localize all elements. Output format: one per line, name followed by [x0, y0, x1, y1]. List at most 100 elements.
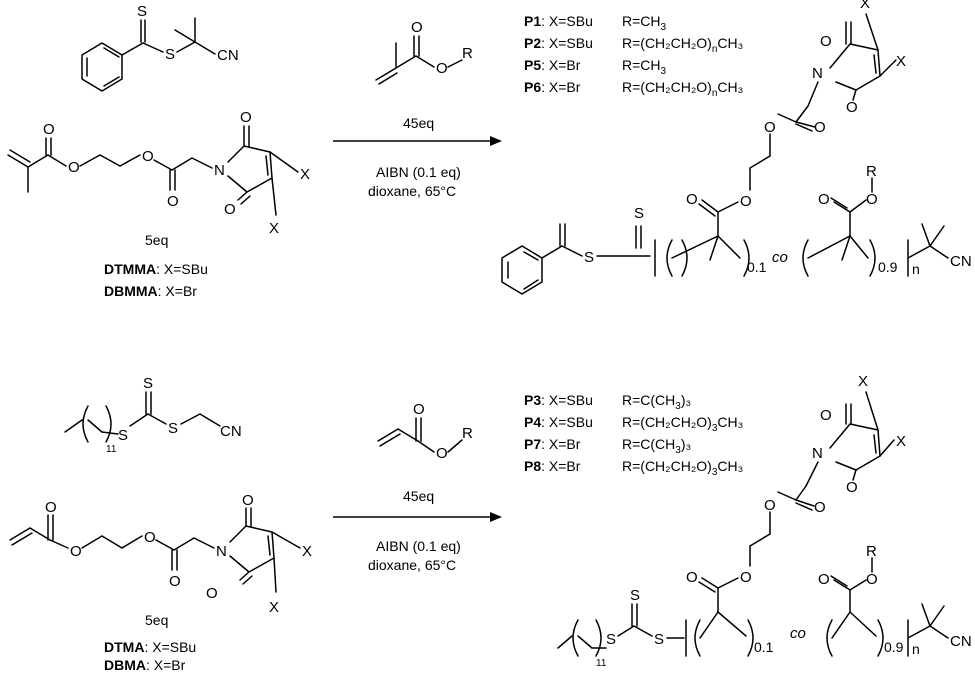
cta-nitrile: CN — [220, 423, 242, 440]
monomer-definitions-2: DBMA: X=Br — [104, 657, 186, 673]
comonomer-ester-o: O — [436, 60, 448, 77]
conditions-initiator: AIBN (0.1 eq) — [376, 164, 461, 180]
polymer-s-2: S — [630, 587, 640, 604]
polymer-s-3: S — [654, 631, 664, 648]
substituent-x-2: X — [269, 599, 279, 616]
chain-length-sub: 11 — [596, 658, 607, 669]
imide-o-1: O — [240, 109, 252, 126]
backbone-carbonyl-o-1: O — [686, 191, 698, 208]
fraction-2: 0.9 — [884, 639, 904, 655]
imide-o-1: O — [242, 492, 254, 509]
backbone-carbonyl-o-2: O — [818, 191, 830, 208]
arrow-head-1 — [490, 136, 502, 146]
reaction-1: S S CN O O O O — [7, 0, 972, 299]
thio-sulfur-label: S — [165, 46, 175, 63]
pendant-x-1: X — [858, 373, 868, 390]
fraction-1: 0.1 — [754, 639, 774, 655]
copolymer-co: co — [790, 625, 806, 642]
substituent-x-1: X — [302, 543, 312, 560]
reaction-2: 11 S S S CN O O O — [9, 373, 972, 673]
pendant-x-1: X — [860, 0, 870, 12]
cta-trithiocarbonate: 11 S S S CN — [64, 375, 242, 455]
polymer-product-1: O X X O N O O O O — [501, 0, 972, 295]
ester-carbonyl-o-1: O — [43, 121, 55, 138]
imide-nitrogen: N — [214, 162, 225, 179]
conditions-solvent: dioxane, 65°C — [368, 183, 456, 199]
ester-o-1: O — [70, 543, 82, 560]
monomer-maleimide-methacrylate: O O O O N O O X X — [7, 109, 310, 237]
conditions-solvent: dioxane, 65°C — [368, 557, 456, 573]
comonomer-r: R — [462, 425, 473, 442]
fraction-1: 0.1 — [747, 259, 767, 275]
ester-carbonyl-o-2: O — [169, 573, 181, 590]
copolymer-co: co — [772, 249, 788, 266]
ester-o-2: O — [144, 529, 156, 546]
monomer-maleimide-acrylate: O O O O N O O X X — [9, 492, 312, 616]
polymer-s-1: S — [606, 631, 616, 648]
cta-s-c: S — [168, 420, 178, 437]
ester-o-1: O — [68, 159, 80, 176]
cta-dithiobenzoate: S S CN — [81, 3, 239, 92]
thione-sulfur-label: S — [137, 3, 147, 20]
monomer-equiv: 5eq — [145, 232, 168, 248]
comonomer-methacrylate: O O R — [375, 19, 473, 85]
monomer-definitions-2: DBMMA: X=Br — [104, 283, 197, 299]
repeat-n: n — [912, 641, 920, 657]
ester-o-2: O — [142, 148, 154, 165]
nitrile-label: CN — [217, 47, 239, 64]
conditions-initiator: AIBN (0.1 eq) — [376, 538, 461, 554]
reagent-equiv: 45eq — [403, 488, 434, 504]
polymer-product-2: O X X O N O O O O — [557, 373, 972, 669]
chain-length-sub: 11 — [106, 444, 117, 455]
polymer-thio-s: S — [584, 249, 594, 266]
polymer-thione-s: S — [634, 205, 644, 222]
imide-o-bottom: O — [846, 99, 858, 116]
comonomer-r: R — [462, 45, 473, 62]
imide-o-top: O — [820, 407, 832, 424]
comonomer-acrylate: O O R — [377, 401, 473, 462]
link-carbonyl-o: O — [814, 499, 826, 516]
pendant-imide-n: N — [812, 445, 823, 462]
pendant-imide-n: N — [812, 65, 823, 82]
fraction-2: 0.9 — [878, 259, 898, 275]
backbone-ester-o: O — [866, 191, 878, 208]
reagent-equiv: 45eq — [403, 115, 434, 131]
backbone-carbonyl-o-1: O — [686, 569, 698, 586]
monomer-definitions-1: DTMA: X=SBu — [104, 639, 196, 655]
comonomer-carbonyl-o: O — [411, 19, 423, 36]
link-carbonyl-o: O — [814, 119, 826, 136]
arrow-head-2 — [490, 512, 502, 522]
backbone-r: R — [866, 163, 877, 180]
imide-o-top: O — [820, 33, 832, 50]
backbone-carbonyl-o-2: O — [818, 571, 830, 588]
imide-o-2: O — [224, 201, 236, 218]
monomer-equiv: 5eq — [145, 612, 168, 628]
substituent-x-1: X — [300, 166, 310, 183]
link-ester-o-1: O — [764, 497, 776, 514]
imide-o-2: O — [206, 585, 218, 602]
pendant-x-2: X — [896, 433, 906, 450]
backbone-ester-o: O — [866, 571, 878, 588]
cta-s-b: S — [143, 375, 153, 392]
imide-o-bottom: O — [846, 479, 858, 496]
monomer-definitions-1: DTMMA: X=SBu — [104, 261, 208, 277]
link-ester-o-1: O — [764, 119, 776, 136]
polymer-nitrile: CN — [950, 253, 972, 270]
ester-carbonyl-o-1: O — [45, 499, 57, 516]
comonomer-carbonyl-o: O — [413, 401, 425, 418]
polymer-nitrile: CN — [950, 633, 972, 650]
link-ester-o-2: O — [740, 569, 752, 586]
repeat-n: n — [912, 261, 920, 277]
cta-s-a: S — [118, 427, 128, 444]
